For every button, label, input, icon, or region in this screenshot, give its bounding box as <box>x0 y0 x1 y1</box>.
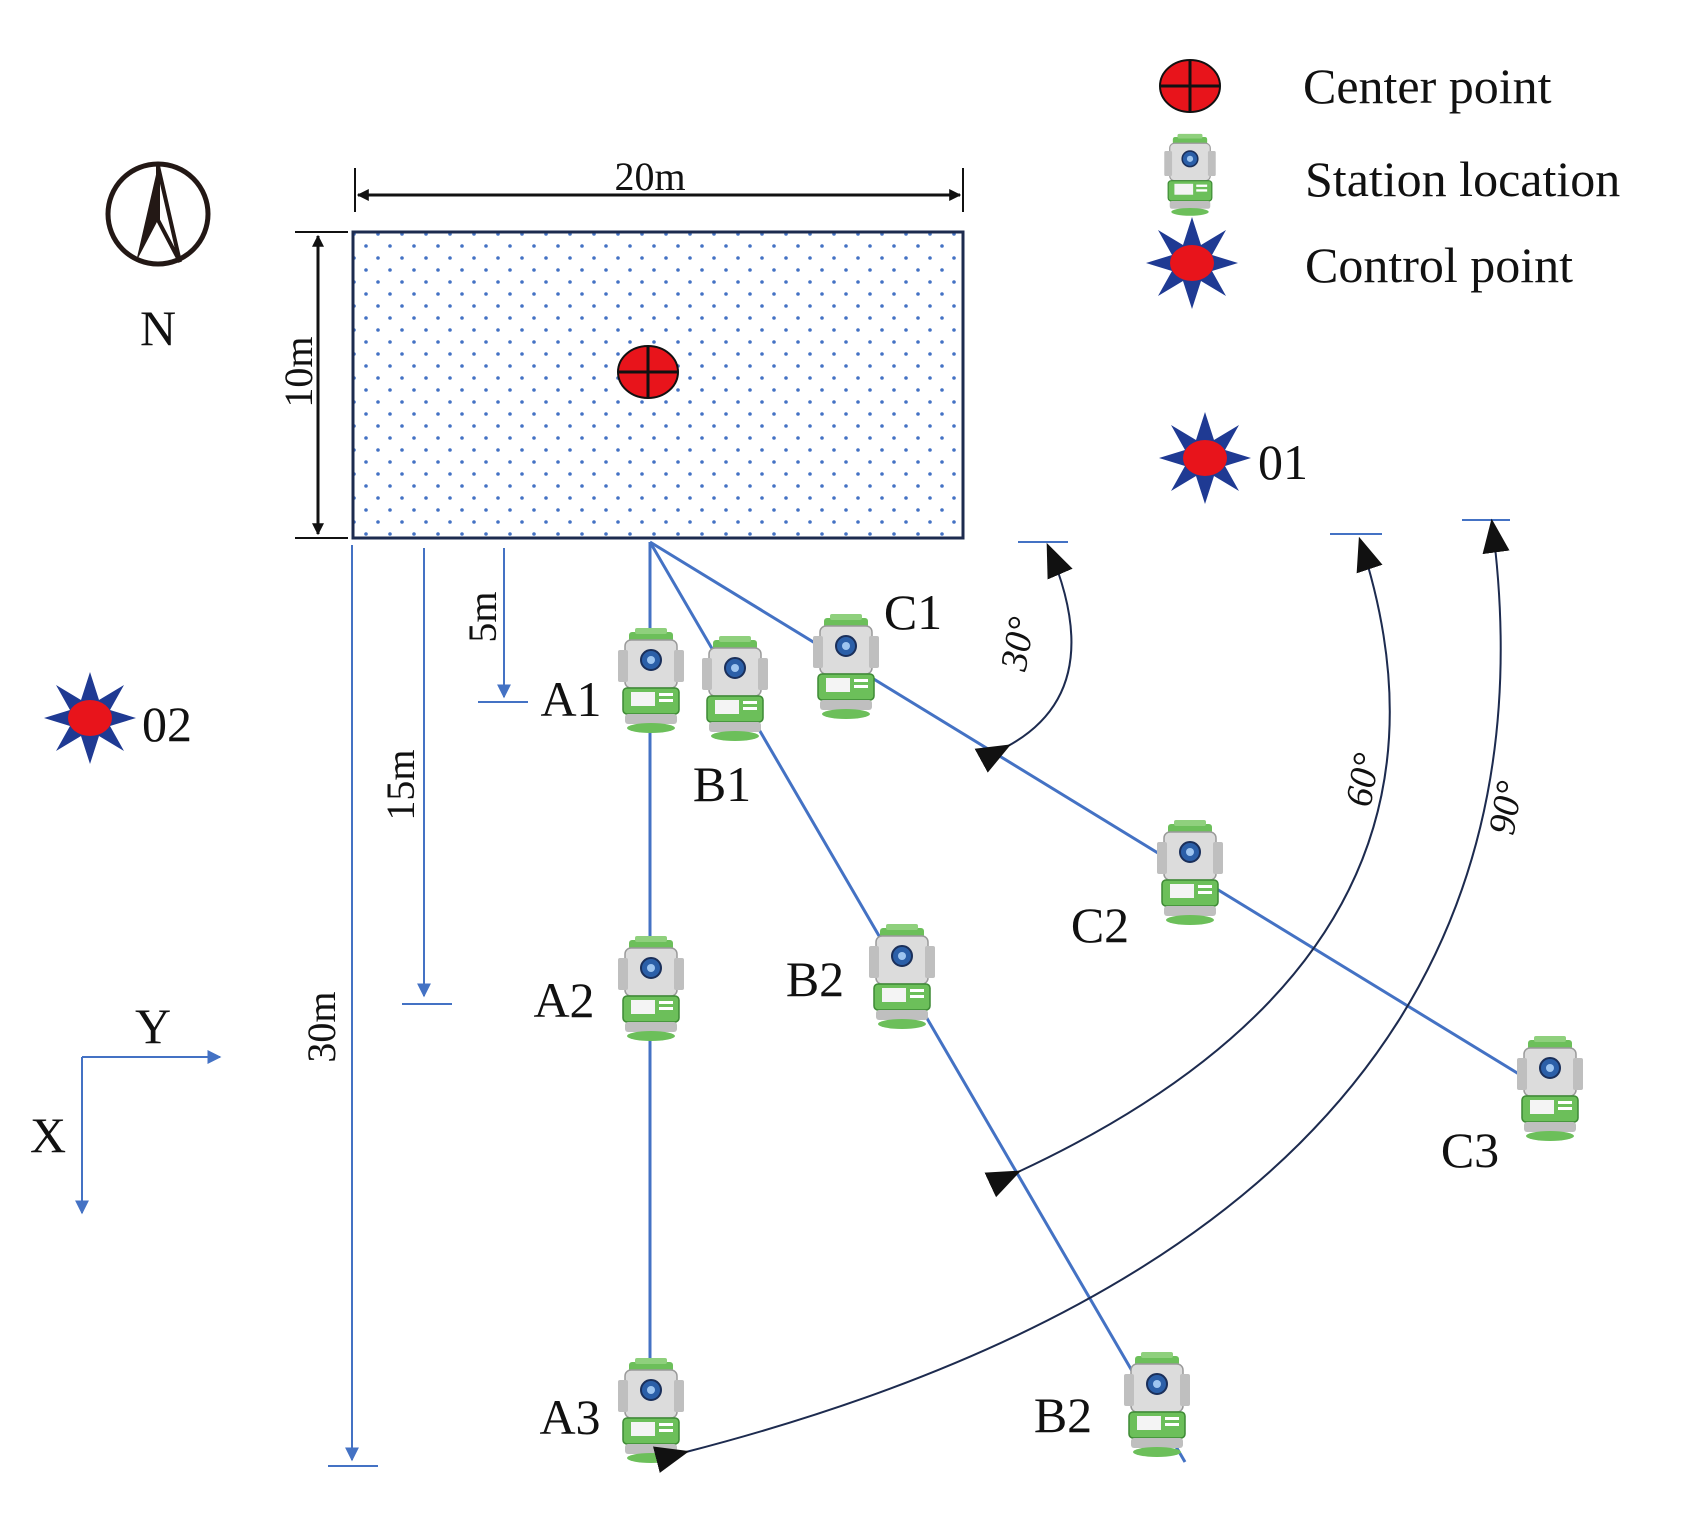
station-c2-label: C2 <box>1071 897 1129 953</box>
station-b1-icon <box>701 635 769 742</box>
control-point-01-icon <box>1159 412 1251 504</box>
station-c1-icon <box>812 613 880 720</box>
legend-station-label: Station location <box>1305 151 1620 207</box>
control-point-02-icon <box>44 672 136 764</box>
station-c3-icon <box>1516 1035 1584 1142</box>
width-dimension <box>354 168 964 212</box>
station-c2-icon <box>1156 819 1224 926</box>
station-b1-label: B1 <box>693 756 751 812</box>
station-b3-icon <box>1123 1351 1191 1458</box>
station-a1-label: A1 <box>540 671 601 727</box>
station-a3-label: A3 <box>539 1389 600 1445</box>
legend-control-point-label: Control point <box>1305 237 1573 293</box>
angle-30-label: 30° <box>993 614 1044 675</box>
legend-center-point-icon <box>1158 58 1222 114</box>
legend-control-point-icon <box>1146 217 1238 309</box>
height-label: 10m <box>276 336 321 407</box>
angle-60-label: 60° <box>1338 750 1389 810</box>
station-b2-label: B2 <box>786 951 844 1007</box>
north-arrow-icon <box>105 161 211 267</box>
center-point-icon <box>616 344 680 400</box>
station-a1-icon <box>617 627 685 734</box>
angle-arcs <box>652 518 1510 1473</box>
north-label: N <box>140 300 176 356</box>
control-point-02-label: 02 <box>142 696 192 752</box>
distance-guides <box>328 545 528 1467</box>
station-a3-icon <box>617 1357 685 1464</box>
legend-center-point-label: Center point <box>1303 58 1552 114</box>
station-b2-icon <box>868 923 936 1030</box>
distance-30m-label: 30m <box>299 991 344 1062</box>
station-a2-icon <box>617 935 685 1042</box>
station-b3-label: B2 <box>1034 1387 1092 1443</box>
y-axis-label: Y <box>135 998 171 1054</box>
control-point-01-label: 01 <box>1258 434 1308 490</box>
x-axis-label: X <box>30 1107 66 1163</box>
legend: Center point Station location Control po… <box>1146 58 1620 309</box>
distance-15m-label: 15m <box>378 749 423 820</box>
distance-5m-label: 5m <box>460 591 505 642</box>
width-label: 20m <box>614 154 685 199</box>
site-area <box>351 230 965 540</box>
station-a2-label: A2 <box>533 972 594 1028</box>
station-c1-label: C1 <box>884 584 942 640</box>
height-dimension <box>295 231 348 539</box>
station-c3-label: C3 <box>1441 1122 1499 1178</box>
angle-90-label: 90° <box>1481 778 1532 838</box>
legend-station-icon <box>1163 133 1217 217</box>
axis-indicator <box>75 1050 222 1215</box>
